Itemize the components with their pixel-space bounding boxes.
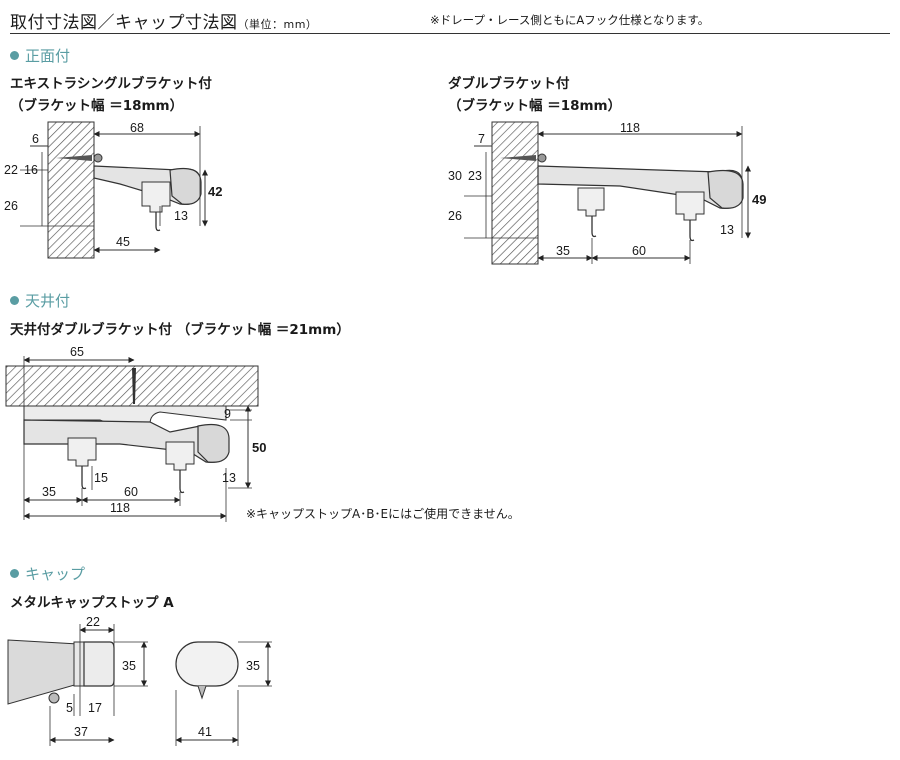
cap-heading-text: キャップ [25, 565, 86, 583]
metal-cap-side-diagram: 35 41 [175, 641, 272, 746]
runner-front [67, 437, 97, 467]
page-title: 取付寸法図／キャップ寸法図（単位：mm） [10, 8, 317, 33]
hook-icon [155, 212, 161, 232]
dim-total: 37 [74, 725, 88, 739]
ceiling [5, 365, 259, 407]
dim-height: 42 [208, 184, 222, 199]
hook-icon [81, 466, 87, 490]
title-divider [10, 33, 890, 34]
cap-side-outline [175, 641, 239, 687]
ceiling-double-title: 天井付ダブルブラケット付 （ブラケット幅 ＝21mm） [10, 322, 350, 338]
bullet-icon [10, 51, 19, 60]
front-heading-text: 正面付 [25, 47, 71, 65]
runner-front [577, 187, 605, 217]
metal-cap-front-diagram: 22 35 5 17 37 [7, 615, 148, 746]
cap-collar [73, 641, 85, 687]
screw-icon [500, 155, 536, 161]
dim-lower: 26 [448, 209, 462, 223]
cap-end [707, 169, 744, 209]
dim-a: 5 [66, 701, 73, 715]
dim-screw-offset: 7 [478, 132, 485, 146]
dim-height: 35 [122, 659, 136, 673]
double-bracket-diagram: 118 7 30 23 26 49 13 35 60 [448, 121, 766, 265]
metal-cap-title: メタルキャップストップ A [10, 595, 174, 611]
hook-icon [689, 220, 695, 242]
dim-side-width: 41 [198, 725, 212, 739]
dim-hook: 13 [174, 209, 188, 223]
dim-gap: 9 [224, 407, 231, 421]
dim-hook: 13 [720, 223, 734, 237]
screw-icon [132, 368, 136, 404]
dim-lower: 26 [4, 199, 18, 213]
hook-icon [591, 216, 597, 238]
extra-single-bracket-diagram: 68 6 22 16 26 42 13 45 [4, 121, 222, 259]
dim-hook-a: 15 [94, 471, 108, 485]
dim-total: 118 [110, 501, 130, 515]
runner [141, 181, 171, 213]
dim-upper: 30 [448, 169, 462, 183]
hook-note: ※ドレープ・レース側ともにAフック仕様となります。 [430, 13, 710, 27]
wall [491, 121, 539, 265]
ceiling-double-bracket-diagram: 65 9 50 15 13 35 60 118 [5, 345, 266, 522]
dim-height: 50 [252, 440, 266, 455]
dim-screw-offset: 6 [32, 132, 39, 146]
double-subtitle: （ブラケット幅 ＝18mm） [448, 98, 622, 114]
dim-top: 65 [70, 345, 84, 359]
dim-b: 17 [88, 701, 102, 715]
ceiling-heading-text: 天井付 [25, 292, 71, 310]
rail-body [7, 639, 79, 705]
dim-base-a: 35 [42, 485, 56, 499]
section-heading-front: 正面付 [10, 45, 70, 66]
runner-back [675, 191, 705, 221]
dim-inner: 16 [24, 163, 38, 177]
hook-icon [197, 685, 207, 700]
dim-base-a: 35 [556, 244, 570, 258]
dim-hook-b: 13 [222, 471, 236, 485]
unit-label: （単位：mm） [237, 18, 318, 31]
section-heading-ceiling: 天井付 [10, 290, 70, 311]
screw-icon [56, 155, 92, 161]
double-title: ダブルブラケット付 [448, 76, 570, 92]
wall [47, 121, 95, 259]
dim-inner: 23 [468, 169, 482, 183]
cap-head [83, 641, 115, 687]
section-heading-cap: キャップ [10, 563, 85, 584]
extra-single-title: エキストラシングルブラケット付 [10, 76, 212, 92]
dim-width: 22 [86, 615, 100, 629]
dim-height: 49 [752, 192, 766, 207]
runner-back [165, 441, 195, 471]
ceiling-note: ※キャップストップA･B･Eにはご使用できません。 [246, 507, 520, 521]
screw-head-icon [93, 153, 103, 163]
dim-base-b: 60 [124, 485, 138, 499]
hook-icon [179, 470, 185, 494]
bullet-icon [10, 569, 19, 578]
dim-top: 118 [620, 121, 640, 135]
dim-top: 68 [130, 121, 144, 135]
dim-base-b: 60 [632, 244, 646, 258]
dim-upper: 22 [4, 163, 18, 177]
cap-end [169, 167, 202, 205]
extra-single-subtitle: （ブラケット幅 ＝18mm） [10, 98, 184, 114]
bullet-icon [10, 296, 19, 305]
dim-side-height: 35 [246, 659, 260, 673]
screw-icon [48, 692, 60, 704]
cap-end [197, 423, 230, 463]
screw-head-icon [537, 153, 547, 163]
dim-base: 45 [116, 235, 130, 249]
title-text: 取付寸法図／キャップ寸法図 [10, 13, 238, 33]
